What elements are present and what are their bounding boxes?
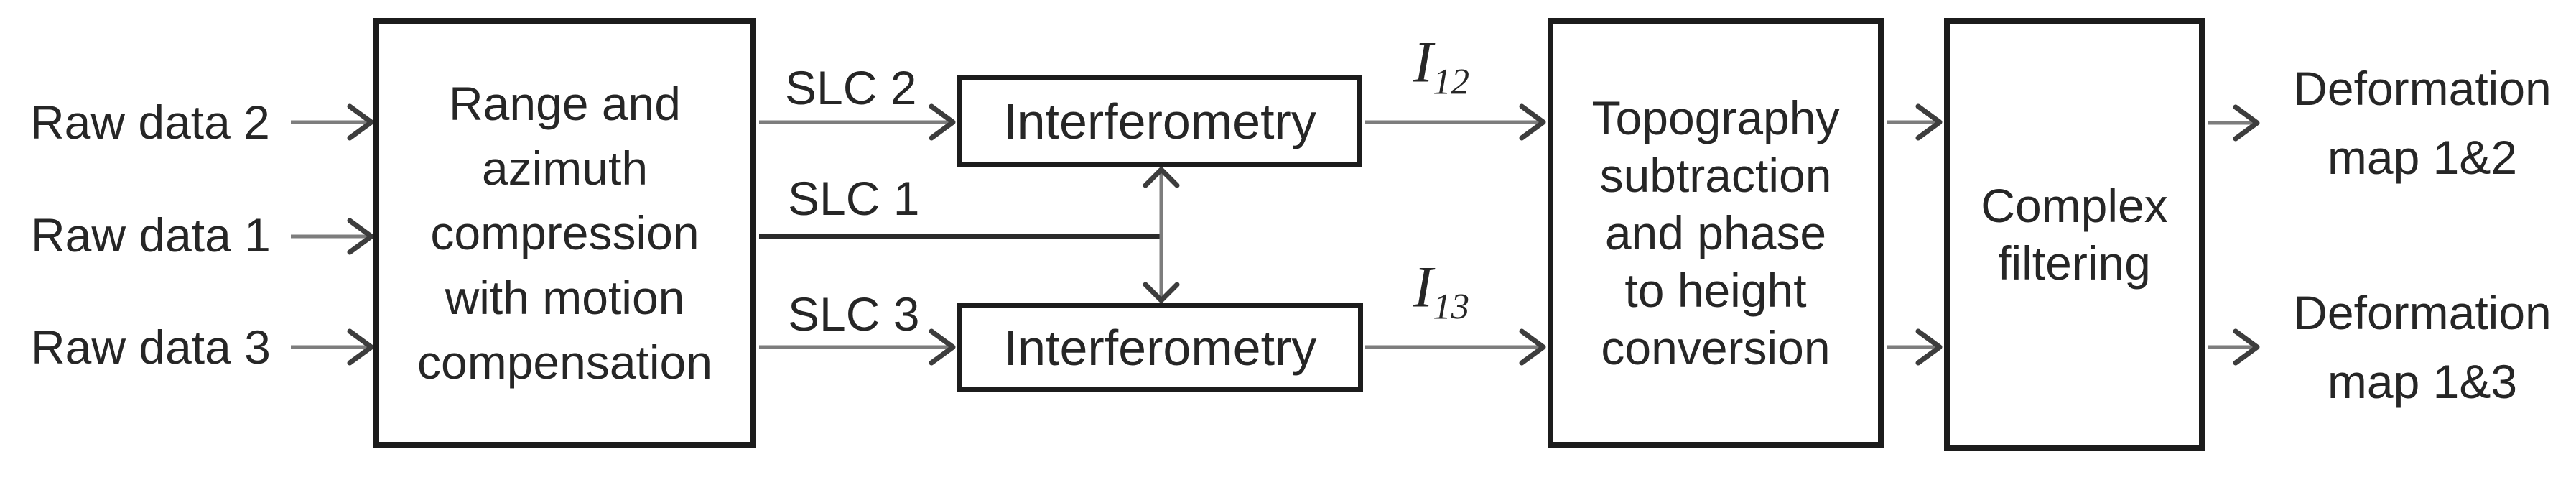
output-line: map 1&3 — [2327, 355, 2518, 408]
box-complex-filtering-text: Complex filtering — [1981, 177, 2167, 292]
box-topography-subtraction: Topography subtraction and phase to heig… — [1548, 18, 1884, 448]
i13-symbol: I — [1413, 254, 1433, 320]
output-top-arrowhead-icon — [2233, 104, 2260, 142]
box-line: compression — [430, 206, 699, 259]
slc1-down-arrowhead-icon — [1143, 282, 1180, 303]
output-label-deformation-map-1-2: Deformation map 1&2 — [2293, 54, 2552, 192]
slc3-arrowhead-icon — [929, 328, 956, 366]
i12-arrowhead-icon — [1519, 103, 1546, 141]
box-line: compensation — [417, 336, 712, 389]
box-complex-filtering: Complex filtering — [1944, 18, 2205, 451]
output-line: Deformation — [2293, 286, 2552, 339]
box-line: subtraction — [1599, 149, 1832, 202]
i12-symbol: I — [1413, 29, 1433, 95]
output-line: map 1&2 — [2327, 131, 2518, 184]
topo-to-filter-bottom-arrowhead-icon — [1915, 328, 1943, 366]
raw-data-2-arrowhead-icon — [347, 103, 374, 141]
slc2-arrowhead-icon — [929, 103, 956, 141]
box-topography-subtraction-text: Topography subtraction and phase to heig… — [1592, 89, 1840, 377]
box-line: conversion — [1601, 321, 1831, 374]
box-line: Complex — [1981, 179, 2168, 232]
input-label-raw-data-2: Raw data 2 — [30, 96, 270, 149]
box-line: azimuth — [481, 142, 648, 195]
slc2-label: SLC 2 — [785, 61, 917, 114]
i13-arrowhead-icon — [1519, 328, 1546, 366]
i13-label: I13 — [1413, 257, 1470, 331]
i12-label: I12 — [1413, 32, 1470, 106]
raw-data-3-arrowhead-icon — [347, 328, 374, 366]
i13-subscript: 13 — [1433, 286, 1470, 327]
topo-to-filter-top-arrowhead-icon — [1915, 103, 1943, 141]
output-line: Deformation — [2293, 62, 2552, 115]
slc1-up-arrowhead-icon — [1143, 167, 1180, 188]
box-range-azimuth-compression: Range and azimuth compression with motio… — [373, 18, 756, 448]
input-label-raw-data-1: Raw data 1 — [31, 208, 271, 262]
box-line: to height — [1624, 264, 1807, 317]
input-label-raw-data-3: Raw data 3 — [31, 320, 271, 374]
slc1-label: SLC 1 — [788, 172, 920, 225]
box-interferometry-top-text: Interferometry — [1003, 93, 1316, 149]
box-interferometry-top: Interferometry — [957, 75, 1362, 167]
box-interferometry-bottom-text: Interferometry — [1003, 319, 1317, 376]
box-line: Range and — [449, 77, 681, 130]
output-label-deformation-map-1-3: Deformation map 1&3 — [2293, 278, 2552, 416]
output-bottom-arrowhead-icon — [2233, 328, 2260, 366]
box-line: and phase — [1604, 206, 1827, 259]
raw-data-1-arrowhead-icon — [347, 218, 374, 255]
i12-subscript: 12 — [1433, 61, 1470, 102]
box-interferometry-bottom: Interferometry — [957, 303, 1363, 392]
box-line: Topography — [1591, 91, 1840, 144]
box-range-azimuth-compression-text: Range and azimuth compression with motio… — [417, 71, 712, 394]
box-line: filtering — [1998, 236, 2151, 290]
box-line: with motion — [445, 271, 685, 324]
slc3-label: SLC 3 — [788, 287, 920, 341]
